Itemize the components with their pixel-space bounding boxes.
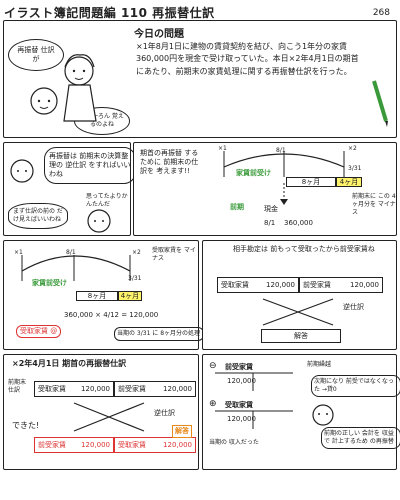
label-8-1: 8/1 — [66, 249, 76, 256]
note-4: 前期の正しい 会計を 収益で 計上するため の再振替 — [321, 427, 400, 449]
panel-timeline-1: 期首の再振替 するために 前期末の仕訳を 考えます!! ×1 8/1 ×2 3/… — [133, 142, 397, 236]
bar-8-months: 8ヶ月 — [286, 177, 336, 187]
right-top-note: 受取家賃を マイナス — [152, 247, 196, 262]
speech-bubble: 相手勘定は 前もって受取ったから前受家賃ね — [233, 245, 375, 253]
reverse-label: 逆仕訳 — [154, 409, 175, 417]
label-3-31: 3/31 — [348, 165, 362, 172]
panel-t-accounts: ⊖ 前受家賃 120,000 ⊕ 受取家賃 120,000 前期繰越 次期になり… — [202, 354, 400, 470]
minus-mark: ⊖ — [209, 361, 217, 371]
green-label: 家賃前受け — [236, 169, 271, 177]
plus-mark: ⊕ — [209, 399, 217, 409]
speech-bubble-1: 再振替 仕訳が — [8, 39, 64, 72]
page-number: 268 — [372, 8, 390, 18]
answer-tag: 解答 — [172, 425, 192, 439]
panel-timeline-2: ×1 8/1 ×2 3/31 家賃前受け 8ヶ月 4ヶ月 受取家賃を マイナス … — [3, 240, 204, 350]
label-x2: ×2 — [132, 249, 141, 256]
pencil-icon — [372, 80, 388, 127]
problem-title: 今日の問題 — [134, 29, 184, 40]
period-label: 前期 — [230, 203, 244, 211]
problem-text: ×1年8月1日に建物の賃貸契約を結び、向こう1年分の家賃360,000円を現金で… — [136, 42, 359, 76]
note-3: 当期の 収入だった — [209, 439, 259, 446]
label-8-1: 8/1 — [276, 147, 286, 154]
characters-illustration — [30, 54, 97, 122]
entry-label: 現金 — [264, 205, 278, 213]
done-label: できた! — [12, 421, 40, 430]
timeline-diagram — [223, 151, 345, 205]
characters-illustration-2 — [10, 159, 111, 233]
speech-bubble-lower: まず仕訳の前の だけ見えばいいわね — [8, 203, 68, 229]
t-account-lines — [215, 372, 334, 429]
speech-bubble-prior: 期首の再振替 するために 前期末の仕訳を 考えます!! — [140, 149, 199, 176]
left-label: 前期末 仕訳 — [8, 379, 27, 394]
note-2: 次期になり 前受ではなくなった →貸0 — [311, 375, 400, 397]
timeline-diagram-2 — [21, 255, 131, 281]
panel-explain-reverse: 再振替は 前期末の決算整理の 逆仕訳 をすればいいわね 思ってたよりかんたんだ … — [3, 142, 136, 236]
calc-text: 360,000 × 4/12 = 120,000 — [64, 311, 159, 319]
thought-text: 思ってたよりかんたんだ — [86, 193, 128, 208]
page-title: イラスト簿記問題編 110 再振替仕訳 — [4, 6, 215, 20]
bar-4-months: 4ヶ月 — [336, 177, 362, 187]
label-x1: ×1 — [218, 145, 227, 152]
note-text: 当期の 3/31 に 8ヶ月分の処理 — [114, 327, 204, 341]
side-note: 前期末に この 4ヶ月分を マイナス — [352, 193, 396, 216]
note-1: 前期繰越 — [307, 361, 332, 368]
reverse-arrows — [262, 298, 334, 326]
entry-date: 8/1 — [264, 219, 276, 227]
label-debit: 前受家賃 — [225, 363, 253, 371]
reverse-label: 逆仕訳 — [343, 303, 364, 311]
green-label: 家賃前受け — [32, 279, 67, 287]
panel-problem: 再振替 仕訳が もう一ろん 覚えるのよね 今日の問題 ×1年8月1日に建物の賃貸… — [3, 20, 397, 138]
value-1: 120,000 — [227, 377, 256, 385]
value-2: 120,000 — [227, 415, 256, 423]
entry-amount: 360,000 — [284, 219, 313, 227]
label-3-31: 3/31 — [128, 275, 142, 282]
bar-4-months: 4ヶ月 — [118, 291, 142, 301]
panel-title: ×2年4月1日 期首の再振替仕訳 — [12, 359, 127, 368]
entry-label: 受取家賃 @ — [16, 325, 62, 339]
reverse-arrows — [73, 402, 145, 432]
label-x2: ×2 — [348, 145, 357, 152]
answer-box: 解答 — [261, 329, 341, 343]
bar-8-months: 8ヶ月 — [76, 291, 118, 301]
label-x1: ×1 — [14, 249, 23, 256]
label-credit: 受取家賃 — [225, 401, 253, 409]
